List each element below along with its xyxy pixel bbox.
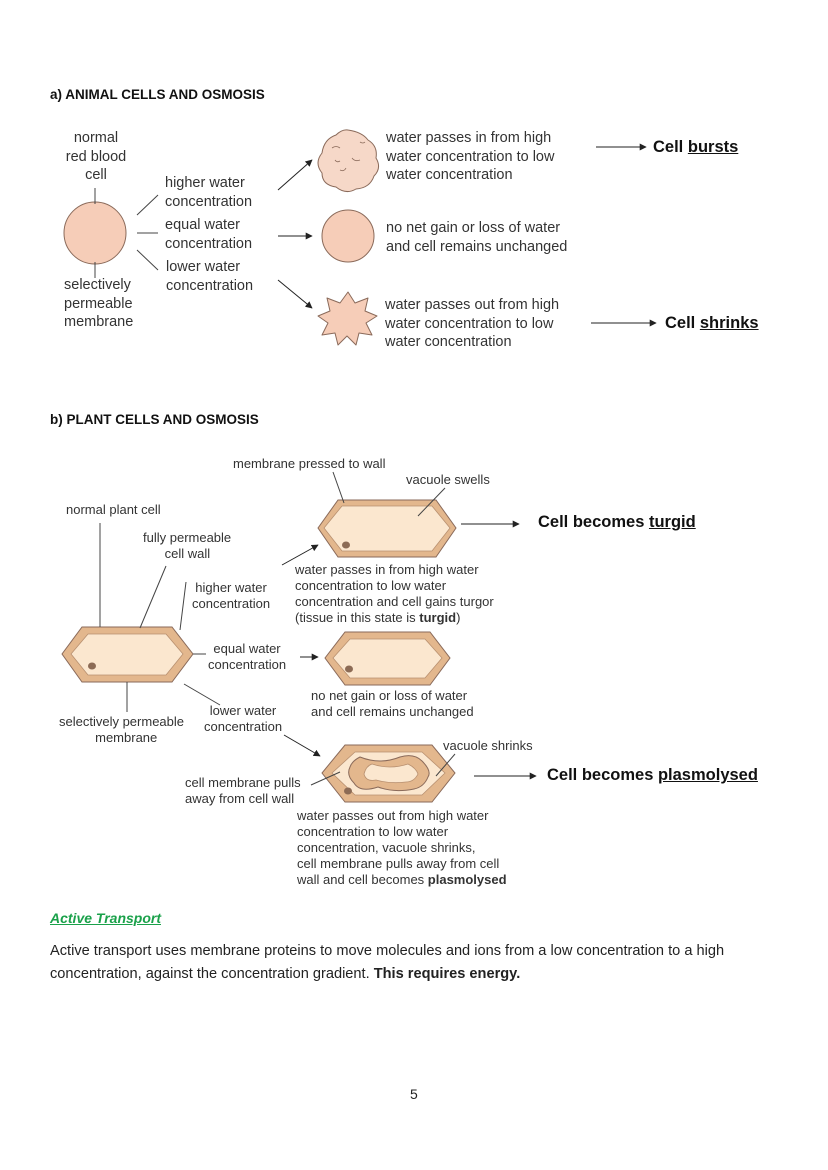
arrow-to-plasmolysed <box>283 734 321 757</box>
section-a-heading: a) ANIMAL CELLS AND OSMOSIS <box>50 87 265 102</box>
normal-plant-cell-label: normal plant cell <box>66 502 161 517</box>
equal-water-concentration-label: equal water concentration <box>165 217 253 252</box>
arrow-to-turgid <box>281 544 319 566</box>
higher-branch-line <box>136 194 159 216</box>
normal-plant-cell <box>61 626 194 683</box>
turgid-description: water passes in from high water concentr… <box>295 562 494 626</box>
unchanged-description: no net gain or loss of water and cell re… <box>386 220 568 255</box>
active-transport-text: Active transport uses membrane proteins … <box>50 943 725 982</box>
vacuole-shrinks-pointer <box>435 753 456 777</box>
unchanged-plant-cell <box>324 631 451 686</box>
pulls-away-pointer <box>310 771 341 786</box>
vacuole-swells-label: vacuole swells <box>406 472 490 487</box>
vacuole-swells-pointer <box>417 487 446 517</box>
burst-description: water passes in from high water concentr… <box>386 130 555 183</box>
membrane-pressed-label: membrane pressed to wall <box>233 456 386 471</box>
vacuole-shrinks-label: vacuole shrinks <box>443 738 533 753</box>
plasmolysed-description: water passes out from high water concent… <box>297 808 507 888</box>
lower-branch-line-b <box>183 683 221 706</box>
result-word-bursts: bursts <box>687 138 739 156</box>
lower-branch-line <box>136 249 159 271</box>
plasmolysed-description-text: water passes out from high water concent… <box>297 808 500 887</box>
result-prefix: Cell <box>653 138 688 156</box>
fully-permeable-cell-wall-label: fully permeable cell wall <box>143 530 232 561</box>
result-prefix: Cell <box>665 314 700 332</box>
turgid-close: ) <box>456 610 461 625</box>
lower-water-concentration-label: lower water concentration <box>166 259 254 294</box>
result-cell-plasmolysed: Cell becomes plasmolysed <box>547 766 758 785</box>
membrane-pressed-pointer <box>332 471 345 504</box>
selectively-permeable-membrane-label-b: selectively permeable membrane <box>59 714 185 745</box>
active-transport-title: Active Transport <box>50 910 161 926</box>
result-word-plasmolysed: plasmolysed <box>657 766 758 784</box>
section-b-heading: b) PLANT CELLS AND OSMOSIS <box>50 412 259 427</box>
turgid-word: turgid <box>419 610 457 625</box>
shrink-description: water passes out from high water concent… <box>385 297 560 350</box>
lower-water-concentration-label-b: lower water concentration <box>204 703 283 734</box>
arrow-to-shrink <box>277 279 313 309</box>
result-cell-shrinks: Cell shrinks <box>665 314 759 333</box>
cell-membrane-pulls-away-label: cell membrane pulls away from cell wall <box>185 775 301 806</box>
arrow-to-burst <box>277 159 313 191</box>
higher-water-concentration-label-b: higher water concentration <box>192 580 271 611</box>
cell-wall-pointer <box>139 565 167 629</box>
normal-red-blood-cell-label: normal red blood cell <box>65 130 127 183</box>
result-prefix: Cell becomes <box>547 766 658 784</box>
burst-cell <box>317 129 380 193</box>
result-cell-turgid: Cell becomes turgid <box>538 513 696 532</box>
normal-red-blood-cell <box>63 201 127 265</box>
higher-water-concentration-label: higher water concentration <box>165 175 253 210</box>
unchanged-cell <box>321 209 375 263</box>
shrunken-cell <box>317 291 378 346</box>
result-cell-bursts: Cell bursts <box>653 138 738 157</box>
result-prefix: Cell becomes <box>538 513 649 531</box>
plasmolysed-cell <box>321 744 456 803</box>
selectively-permeable-membrane-label: selectively permeable membrane <box>64 277 134 330</box>
unchanged-description-b: no net gain or loss of water and cell re… <box>311 688 474 719</box>
result-word-shrinks: shrinks <box>699 314 759 332</box>
turgid-description-text: water passes in from high water concentr… <box>295 562 494 625</box>
page-number: 5 <box>410 1086 418 1102</box>
equal-water-concentration-label-b: equal water concentration <box>208 641 287 672</box>
turgid-cell <box>317 499 457 558</box>
plasmolysed-word: plasmolysed <box>427 872 507 887</box>
result-word-turgid: turgid <box>648 513 696 531</box>
higher-branch-line-b <box>179 581 187 631</box>
active-transport-emphasis: This requires energy. <box>373 966 521 982</box>
active-transport-paragraph: Active transport uses membrane proteins … <box>50 940 778 986</box>
